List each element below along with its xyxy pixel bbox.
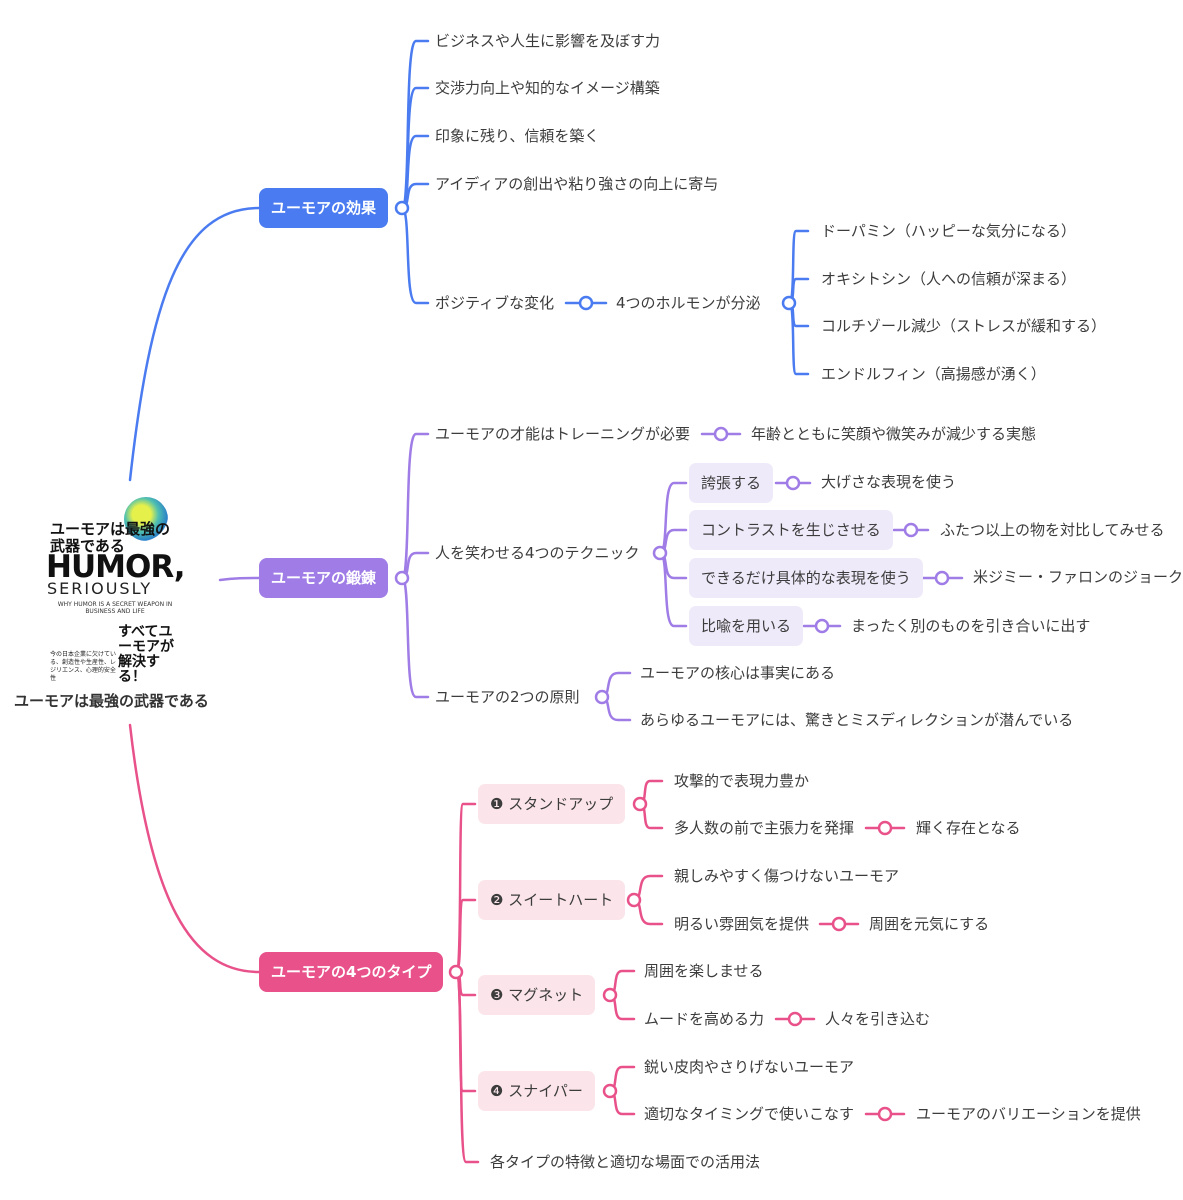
type1-trait-b-note: 輝く存在となる — [916, 819, 1021, 837]
node-connector-knob[interactable] — [448, 964, 464, 980]
cover-catch: すべてユーモアが解決する！ — [118, 624, 174, 685]
node-connector-knob[interactable] — [713, 426, 729, 442]
technique-2[interactable]: コントラストを生じさせる — [689, 510, 893, 550]
branch-effect[interactable]: ユーモアの効果 — [259, 188, 389, 228]
type2-trait-a: 親しみやすく傷つけないユーモア — [674, 867, 900, 885]
branch-connector — [400, 206, 430, 305]
cover-en-subtitle: SERIOUSLY — [47, 579, 153, 598]
technique-1[interactable]: 誇張する — [689, 463, 774, 503]
technique-note-3: 米ジミー・ファロンのジョーク — [973, 568, 1183, 586]
hormone-3: コルチゾール減少（ストレスが緩和する） — [821, 317, 1107, 335]
type1-trait-b: 多人数の前で主張力を発揮 — [674, 819, 855, 837]
cover-note: 今の日本企業に欠けている、創造性や生産性、レジリエンス、心理的安全性 — [50, 651, 117, 682]
root-title: ユーモアは最強の武器である — [14, 692, 209, 710]
node-connector-knob[interactable] — [903, 522, 919, 538]
effect-item-positive: ポジティブな変化 — [435, 294, 555, 312]
type3-trait-a: 周囲を楽しませる — [644, 962, 764, 980]
node-connector-knob[interactable] — [831, 916, 847, 932]
node-connector-knob[interactable] — [578, 295, 594, 311]
type4-trait-a: 鋭い皮肉やさりげないユーモア — [644, 1058, 855, 1076]
cover-swirl-graphic — [124, 497, 168, 541]
technique-note-4: まったく別のものを引き合いに出す — [851, 617, 1091, 635]
branch-connector — [658, 551, 688, 628]
branch-connector — [658, 481, 688, 555]
node-connector-knob[interactable] — [626, 892, 642, 908]
training-principle: ユーモアの2つの原則 — [435, 688, 580, 706]
hormone-4: エンドルフィン（高揚感が湧く） — [821, 365, 1046, 383]
effect-item-2: 交渉力向上や知的なイメージ構築 — [435, 79, 660, 97]
branch-connector — [454, 970, 480, 1164]
type-magnet[interactable]: ❸ マグネット — [478, 975, 596, 1015]
branch-training[interactable]: ユーモアの鍛錬 — [259, 558, 389, 598]
branch-connector — [400, 576, 430, 699]
node-connector-knob[interactable] — [652, 545, 668, 561]
node-connector-knob[interactable] — [594, 689, 610, 705]
node-connector-knob[interactable] — [632, 796, 648, 812]
types-summary: 各タイプの特徴と適切な場面での活用法 — [490, 1153, 761, 1171]
book-cover-image: ユーモアは最強の武器である HUMOR, SERIOUSLY WHY HUMOR… — [44, 497, 186, 685]
node-connector-knob[interactable] — [394, 570, 410, 586]
root-to-types — [128, 723, 261, 974]
branch-connector — [787, 301, 810, 376]
type2-trait-b-note: 周囲を元気にする — [869, 915, 990, 933]
root-to-training — [218, 576, 261, 582]
principle-1: ユーモアの核心は事実にある — [640, 664, 836, 682]
branch-connector — [400, 432, 430, 580]
technique-note-2: ふたつ以上の物を対比してみせる — [940, 521, 1165, 539]
principle-2: あらゆるユーモアには、驚きとミスディレクションが潜んでいる — [640, 711, 1074, 729]
type3-trait-b-note: 人々を引き込む — [825, 1010, 931, 1028]
node-connector-knob[interactable] — [781, 295, 797, 311]
effect-item-1: ビジネスや人生に影響を及ぼす力 — [435, 32, 661, 50]
type1-trait-a: 攻撃的で表現力豊か — [674, 772, 810, 790]
node-connector-knob[interactable] — [394, 200, 410, 216]
type4-trait-b-note: ユーモアのバリエーションを提供 — [916, 1105, 1141, 1123]
type2-trait-b: 明るい雰囲気を提供 — [674, 915, 810, 933]
type4-trait-b: 適切なタイミングで使いこなす — [644, 1105, 855, 1123]
hormone-2: オキシトシン（人への信頼が深まる） — [821, 270, 1077, 288]
effect-item-4: アイディアの創出や粘り強さの向上に寄与 — [435, 175, 719, 193]
technique-3[interactable]: できるだけ具体的な表現を使う — [689, 558, 923, 598]
type-standup[interactable]: ❶ スタンドアップ — [478, 784, 626, 824]
node-connector-knob[interactable] — [602, 987, 618, 1003]
node-connector-knob[interactable] — [877, 820, 893, 836]
node-connector-knob[interactable] — [877, 1106, 893, 1122]
training-talent: ユーモアの才能はトレーニングが必要 — [435, 425, 691, 443]
node-connector-knob[interactable] — [602, 1083, 618, 1099]
type-sniper[interactable]: ❹ スナイパー — [478, 1071, 595, 1111]
cover-en-title: HUMOR, — [46, 549, 186, 585]
node-connector-knob[interactable] — [934, 570, 950, 586]
technique-note-1: 大げさな表現を使う — [821, 473, 957, 491]
cover-tagline: WHY HUMOR IS A SECRET WEAPON IN BUSINESS… — [57, 601, 173, 615]
node-connector-knob[interactable] — [814, 618, 830, 634]
branch-types[interactable]: ユーモアの4つのタイプ — [259, 952, 444, 992]
hormone-node: 4つのホルモンが分泌 — [616, 294, 761, 312]
effect-item-3: 印象に残り、信頼を築く — [435, 127, 600, 145]
cover-jp-title: ユーモアは最強の武器である — [50, 520, 171, 555]
training-technique: 人を笑わせる4つのテクニック — [435, 544, 640, 562]
technique-4[interactable]: 比喩を用いる — [689, 606, 804, 646]
type-sweetheart[interactable]: ❷ スイートハート — [478, 880, 626, 920]
hormone-1: ドーパミン（ハッピーな気分になる） — [821, 222, 1076, 240]
root-to-effect — [128, 206, 261, 482]
node-connector-knob[interactable] — [785, 475, 801, 491]
training-talent-note: 年齢とともに笑顔や微笑みが減少する実態 — [751, 425, 1037, 443]
node-connector-knob[interactable] — [787, 1011, 803, 1027]
type3-trait-b: ムードを高める力 — [644, 1010, 765, 1028]
